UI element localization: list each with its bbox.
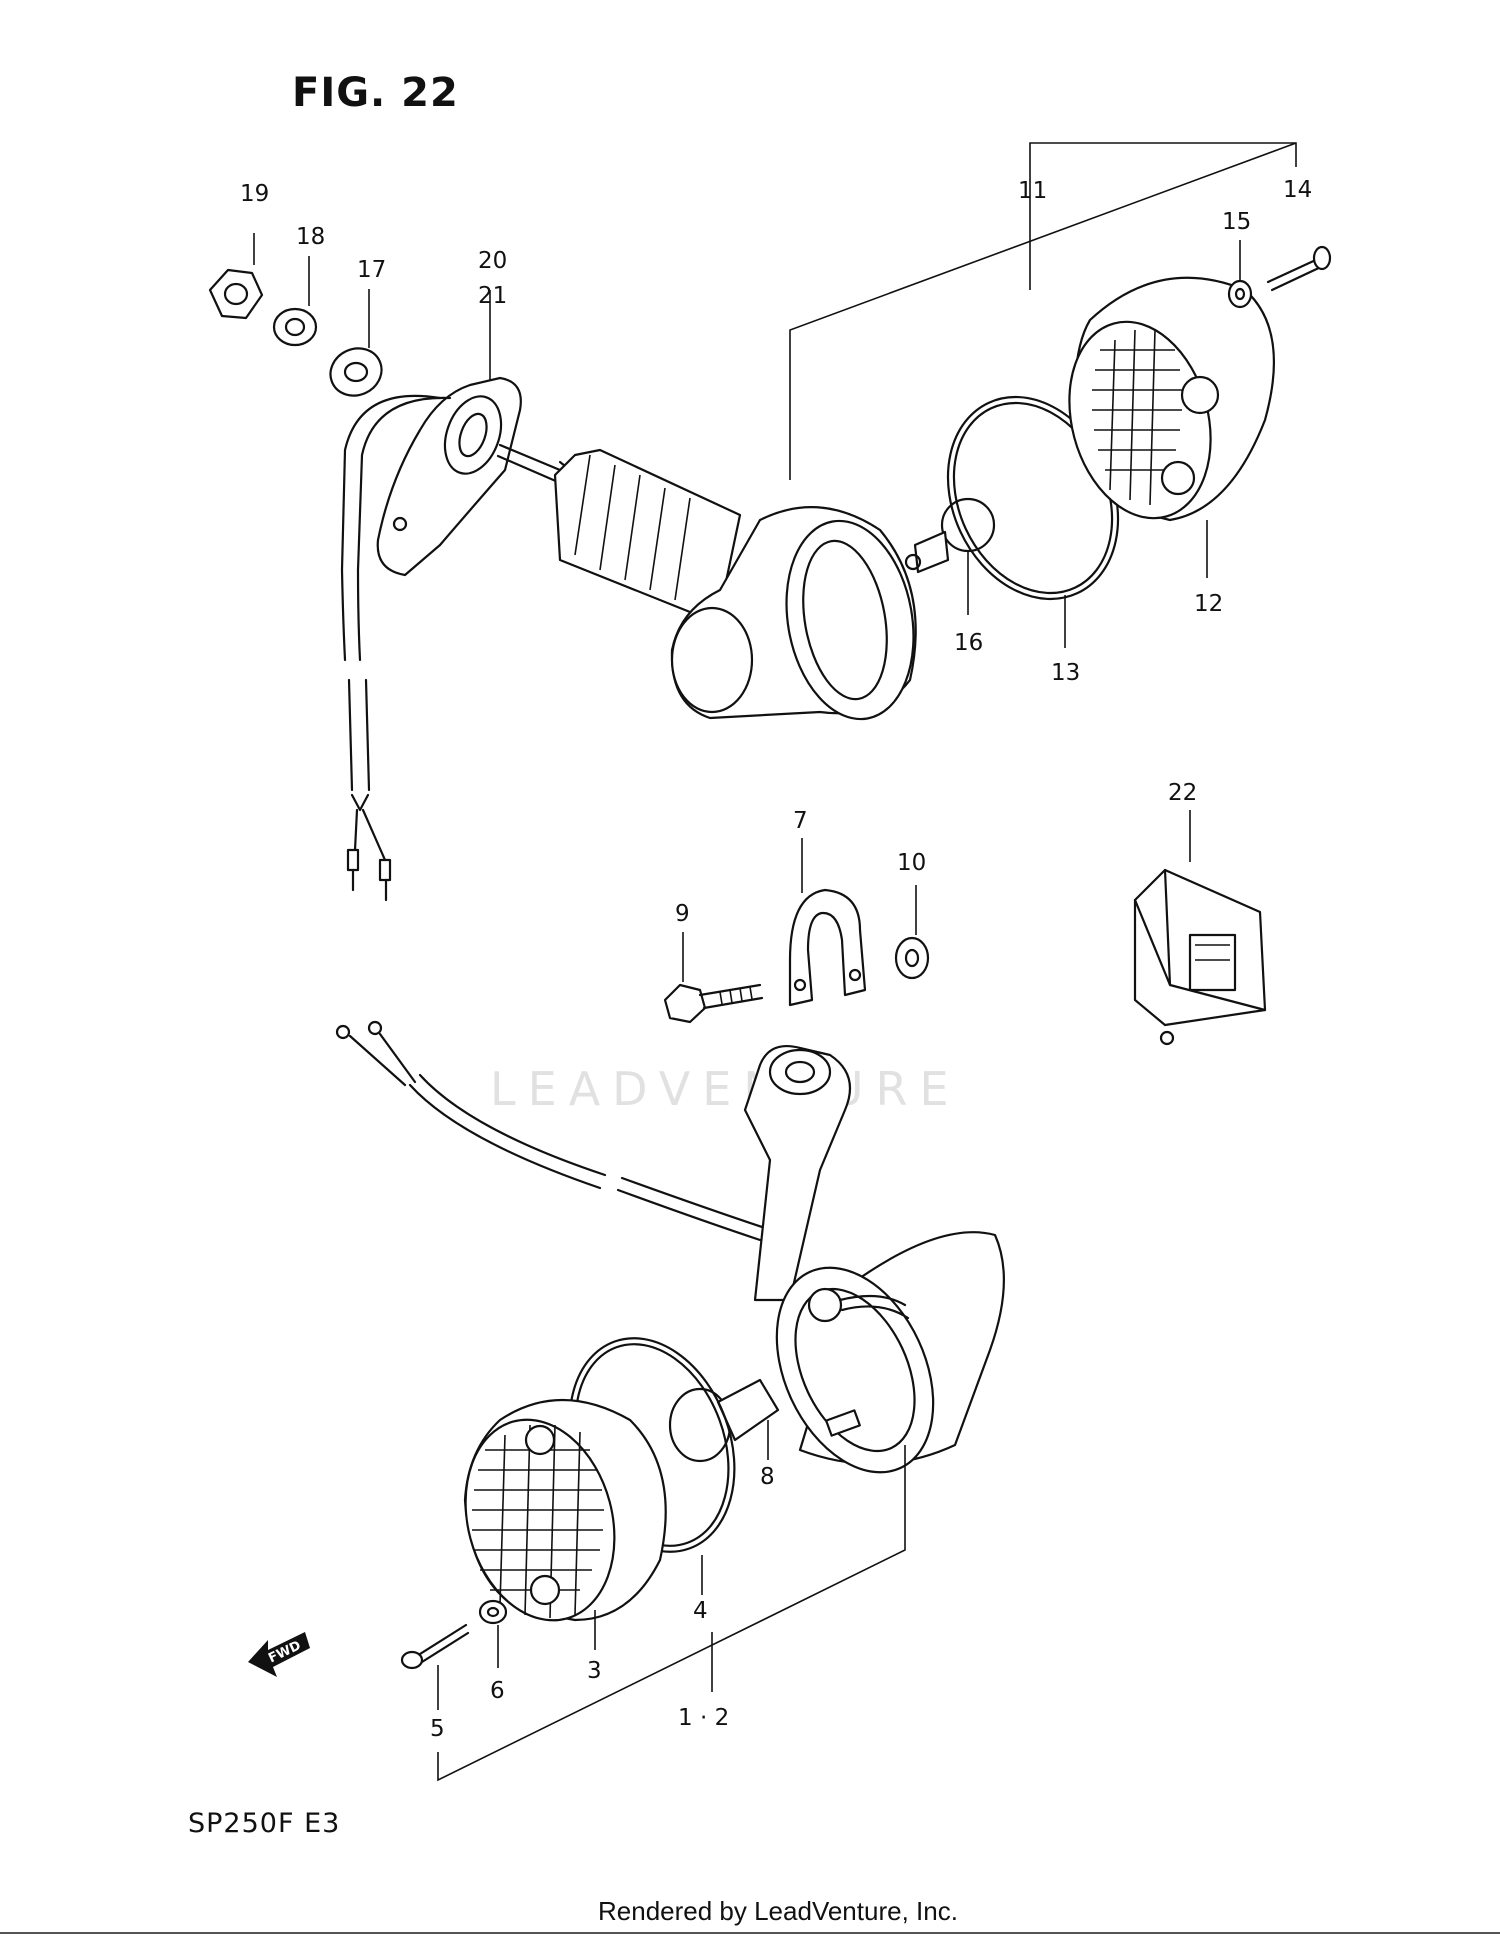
bracket-1-2 bbox=[437, 1445, 906, 1782]
figure-title: FIG. 22 bbox=[292, 70, 459, 116]
washer-17 bbox=[329, 289, 383, 397]
callout-17: 17 bbox=[357, 257, 386, 283]
bracket-11 bbox=[789, 142, 1297, 480]
bolt-9 bbox=[663, 932, 764, 1024]
relay-22 bbox=[1133, 810, 1267, 1046]
model-code: SP250F E3 bbox=[188, 1808, 341, 1839]
signal-housing-upper bbox=[670, 506, 917, 721]
footer-credit: Rendered by LeadVenture, Inc. bbox=[598, 1896, 958, 1926]
callout-15: 15 bbox=[1222, 209, 1251, 235]
bulb-16 bbox=[904, 497, 996, 615]
stay-20-21 bbox=[376, 290, 522, 577]
callout-3: 3 bbox=[587, 1658, 602, 1684]
callout-18: 18 bbox=[296, 224, 325, 250]
footer-divider bbox=[0, 1932, 1500, 1934]
fwd-arrow-icon: FWD bbox=[248, 1632, 310, 1677]
clamp-7 bbox=[788, 838, 867, 1007]
callout-9: 9 bbox=[675, 901, 690, 927]
callout-12: 12 bbox=[1194, 591, 1223, 617]
stay-lower bbox=[743, 1044, 852, 1302]
callout-5: 5 bbox=[430, 1716, 445, 1742]
callout-6: 6 bbox=[490, 1678, 505, 1704]
callout-4: 4 bbox=[693, 1598, 708, 1624]
bulb-8 bbox=[668, 1378, 780, 1463]
screw-14 bbox=[1266, 245, 1332, 292]
callout-20: 20 bbox=[478, 248, 507, 274]
callouts: 19 18 17 20 21 11 14 15 12 16 13 22 7 10… bbox=[240, 177, 1312, 1742]
signal-housing-lower bbox=[775, 1231, 1005, 1474]
wire-upper bbox=[340, 394, 452, 902]
callout-10: 10 bbox=[897, 850, 926, 876]
watermark: LEADVENTURE bbox=[490, 1062, 961, 1116]
callout-16: 16 bbox=[954, 630, 983, 656]
callout-1-2: 1 · 2 bbox=[678, 1705, 729, 1731]
nut-10 bbox=[894, 885, 930, 980]
callout-22: 22 bbox=[1168, 780, 1197, 806]
washer-6 bbox=[478, 1599, 508, 1668]
nut-19 bbox=[208, 233, 264, 320]
callout-19: 19 bbox=[240, 181, 269, 207]
washer-15 bbox=[1227, 240, 1253, 309]
lens-12 bbox=[1068, 276, 1275, 578]
rubber-boot bbox=[496, 443, 742, 614]
callout-8: 8 bbox=[760, 1464, 775, 1490]
callout-13: 13 bbox=[1051, 660, 1080, 686]
callout-11: 11 bbox=[1018, 178, 1047, 204]
wire-lower bbox=[335, 1020, 767, 1242]
screw-5 bbox=[400, 1623, 470, 1710]
callout-14: 14 bbox=[1283, 177, 1312, 203]
callout-7: 7 bbox=[793, 808, 808, 834]
spring-washer-18 bbox=[272, 256, 318, 347]
callout-21: 21 bbox=[478, 283, 507, 309]
lens-3 bbox=[463, 1399, 667, 1650]
